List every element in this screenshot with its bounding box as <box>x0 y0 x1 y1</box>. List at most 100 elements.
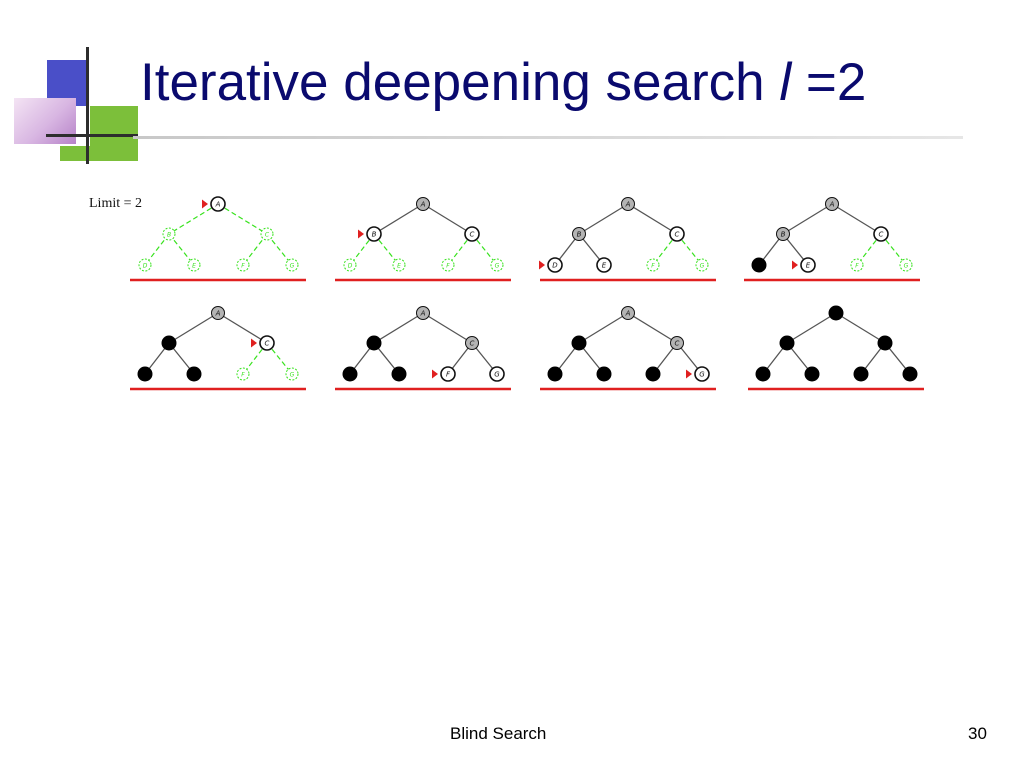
tree-edge <box>168 233 195 266</box>
tree-node <box>392 258 406 272</box>
tree-edge <box>217 312 268 344</box>
tree-node-label: E <box>806 262 811 270</box>
tree-node-label: B <box>577 231 582 239</box>
tree-node <box>645 366 661 382</box>
tree-node <box>162 227 176 241</box>
tree-node <box>804 366 820 382</box>
tree-edge <box>627 312 678 344</box>
tree-node <box>646 258 660 272</box>
tree-panel <box>748 305 924 391</box>
decor-green-square <box>90 106 138 161</box>
tree-node <box>210 196 226 212</box>
tree-node <box>138 258 152 272</box>
tree-node <box>902 366 918 382</box>
tree-node <box>873 226 889 242</box>
tree-node <box>211 306 225 320</box>
tree-node <box>596 366 612 382</box>
tree-edge <box>373 233 400 266</box>
tree-node <box>465 336 479 350</box>
tree-node <box>621 197 635 211</box>
tree-node-label: G <box>904 263 909 270</box>
title-suffix: =2 <box>791 53 867 112</box>
tree-node <box>571 335 587 351</box>
current-node-pointer-icon <box>202 199 208 209</box>
tree-node <box>695 258 709 272</box>
tree-node-label: C <box>879 231 884 239</box>
tree-node <box>391 366 407 382</box>
tree-node <box>285 367 299 381</box>
tree-node <box>572 227 586 241</box>
tree-node-label: G <box>290 372 295 379</box>
tree-node <box>259 335 275 351</box>
tree-node <box>776 227 790 241</box>
tree-edge <box>652 233 678 266</box>
tree-node <box>285 258 299 272</box>
tree-node-label: F <box>241 372 245 379</box>
current-node-pointer-icon <box>358 229 364 239</box>
tree-node <box>366 335 382 351</box>
tree-node <box>236 258 250 272</box>
tree-node <box>490 258 504 272</box>
tree-edge <box>578 312 629 344</box>
tree-edge <box>831 203 882 235</box>
tree-node <box>416 306 430 320</box>
tree-node <box>755 366 771 382</box>
tree-node-label: C <box>675 231 680 239</box>
tree-node <box>464 226 480 242</box>
tree-edge <box>447 233 473 266</box>
decor-horizontal-line <box>46 134 138 137</box>
tree-node-label: F <box>241 263 245 270</box>
tree-node-label: A <box>215 310 221 318</box>
tree-node <box>669 226 685 242</box>
tree-node-label: G <box>699 371 705 379</box>
tree-node-label: C <box>265 340 270 348</box>
tree-node <box>877 335 893 351</box>
tree-edge <box>266 233 293 266</box>
tree-edge <box>578 203 629 235</box>
tree-node <box>825 197 839 211</box>
tree-node-label: F <box>855 263 859 270</box>
tree-node <box>899 258 913 272</box>
tree-node-label: F <box>446 263 450 270</box>
slide-number: 30 <box>968 724 987 743</box>
current-node-pointer-icon <box>251 338 257 348</box>
tree-edge <box>856 233 882 266</box>
decor-vertical-line <box>86 47 89 164</box>
current-node-pointer-icon <box>432 369 438 379</box>
current-node-pointer-icon <box>539 260 545 270</box>
tree-edge <box>168 203 219 235</box>
tree-node <box>853 366 869 382</box>
tree-node <box>187 258 201 272</box>
tree-edge <box>217 203 268 235</box>
tree-node-label: C <box>675 340 680 348</box>
tree-node-label: E <box>602 262 607 270</box>
tree-node <box>440 366 456 382</box>
tree-node-label: G <box>700 263 705 270</box>
tree-edge <box>373 312 424 344</box>
tree-edge <box>422 203 473 235</box>
tree-node <box>416 197 430 211</box>
tree-edge <box>168 312 219 344</box>
limit-label: Limit = 2 <box>89 196 143 211</box>
tree-node-label: B <box>372 231 377 239</box>
tree-node <box>547 257 563 273</box>
tree-node-label: E <box>192 263 196 270</box>
tree-panel: ACG <box>540 306 716 391</box>
tree-node-label: C <box>265 232 270 239</box>
title-underline <box>133 136 963 139</box>
tree-node-label: C <box>470 340 475 348</box>
tree-edge <box>880 233 907 266</box>
tree-node-label: D <box>552 262 558 270</box>
tree-edge <box>627 203 678 235</box>
tree-edge <box>144 233 170 266</box>
tree-node <box>441 258 455 272</box>
tree-node <box>694 366 710 382</box>
tree-node <box>236 367 250 381</box>
title-prefix: Iterative deepening search <box>140 53 780 112</box>
tree-node-label: A <box>420 310 426 318</box>
tree-edge <box>471 233 498 266</box>
tree-node-label: G <box>495 263 500 270</box>
